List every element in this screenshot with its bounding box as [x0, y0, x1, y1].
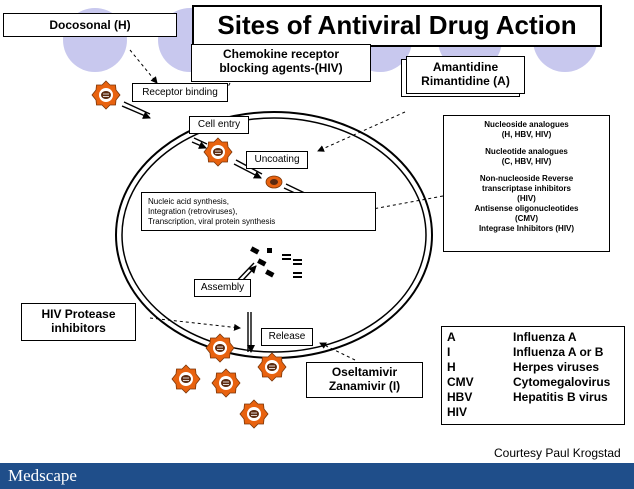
page-title: Sites of Antiviral Drug Action — [192, 5, 602, 47]
virus-particle — [211, 368, 241, 398]
uncoating-capsid — [265, 175, 283, 189]
legend-meaning: Cytomegalovirus — [513, 375, 611, 389]
cell-outer-membrane — [115, 111, 433, 359]
legend-code: HIV — [447, 405, 468, 419]
virus-particle — [91, 80, 121, 110]
legend-meaning: Influenza A — [513, 330, 577, 344]
virus-particle — [203, 137, 233, 167]
legend-meaning: Influenza A or B — [513, 345, 604, 359]
legend-code: H — [447, 360, 456, 374]
virus-particle — [205, 333, 235, 363]
docosonal-label: Docosonal (H) — [3, 13, 177, 37]
hiv-protease-label: HIV Protease inhibitors — [21, 303, 136, 341]
legend-meaning: Hepatitis B virus — [513, 390, 608, 404]
polymerase-inhibitors-list: Nucleoside analogues (H, HBV, HIV) Nucle… — [443, 115, 610, 252]
footer-bar — [0, 463, 634, 489]
legend-code: A — [447, 330, 456, 344]
oseltamivir-label: Oseltamivir Zanamivir (I) — [306, 362, 423, 398]
courtesy-credit: Courtesy Paul Krogstad — [494, 446, 621, 460]
amantadine-label: Amantidine Rimantidine (A) — [406, 56, 525, 94]
release-label: Release — [261, 328, 313, 346]
assembly-label: Assembly — [194, 279, 251, 297]
virus-particle — [257, 352, 287, 382]
chemokine-label: Chemokine receptor blocking agents-(HIV) — [191, 44, 371, 82]
legend-meanings: Influenza A Influenza A or B Herpes viru… — [513, 330, 610, 405]
legend-box — [441, 326, 625, 425]
legend-code: HBV — [447, 390, 473, 404]
viral-components — [250, 246, 302, 278]
virus-particle — [171, 364, 201, 394]
virus-particle — [239, 399, 269, 429]
legend-meaning: Herpes viruses — [513, 360, 600, 374]
brand-logo: Medscape — [8, 466, 77, 485]
synthesis-label: Nucleic acid synthesis, Integration (ret… — [141, 192, 376, 231]
receptor-binding-label: Receptor binding — [132, 83, 228, 102]
uncoating-label: Uncoating — [246, 151, 308, 169]
legend-codes: A I H CMV HBV HIV — [447, 330, 474, 420]
cell-inner-membrane — [121, 117, 427, 353]
legend-code: CMV — [447, 375, 474, 389]
cell-entry-label: Cell entry — [189, 116, 249, 134]
legend-code: I — [447, 345, 451, 359]
